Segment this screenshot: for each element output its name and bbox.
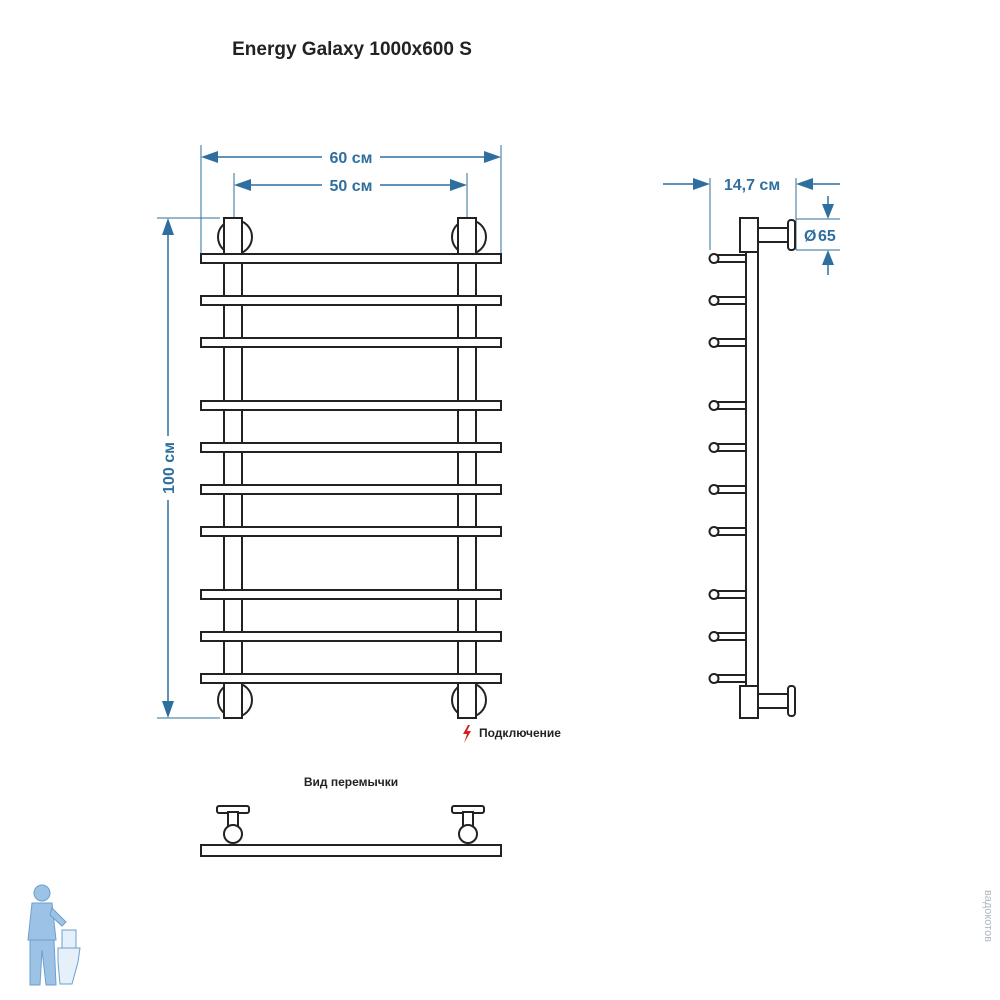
dimension-flange-diameter: Ø 65 [796,196,840,275]
horizontal-rung [200,673,502,684]
arrow-left-icon [796,178,813,190]
rung-end-cap [708,631,720,642]
rungs-group [200,253,502,684]
rung-end-cap [708,295,720,306]
mascot-legs [29,939,57,986]
rung-end-cap [708,484,720,495]
toilet-icon [57,947,81,985]
mascot-head [33,884,51,902]
horizontal-rung [200,442,502,453]
lightning-bolt-icon [463,725,471,743]
connection-label: Подключение [479,726,561,740]
arrow-right-icon [484,151,501,163]
rung-stubs-group [708,253,747,684]
dimension-width-outer: 60 см [200,145,502,255]
plumber-mascot-icon [27,884,81,986]
horizontal-rung [200,337,502,348]
arrow-left-icon [234,179,251,191]
mascot-arm [49,907,67,927]
arrow-down-icon [822,204,834,219]
wall-mount-bottom-arm [757,693,791,709]
arrow-up-icon [822,250,834,265]
dimension-label-depth: 14,7 см [724,177,780,194]
diameter-symbol: Ø [804,228,816,245]
watermark-text: вадокотов [982,890,994,942]
jumper-view-label: Вид перемычки [304,775,398,789]
horizontal-rung [200,253,502,264]
rung-end-cap [708,253,720,264]
rung-end-cap [708,442,720,453]
side-collector-top-block [739,217,759,253]
arrow-right-icon [693,178,710,190]
rung-end-cap [708,400,720,411]
jumper-bar [200,844,502,857]
mascot-body [27,902,57,941]
dimension-label-60: 60 см [330,150,373,167]
wall-mount-top-arm [757,227,791,243]
connection-note: Подключение [463,725,561,743]
horizontal-rung [200,484,502,495]
vertical-collector-left [223,217,243,719]
toilet-tank [61,929,77,949]
horizontal-rung [200,295,502,306]
rung-end-cap [708,526,720,537]
page-title: Energy Galaxy 1000x600 S [232,39,472,60]
dimension-height: 100 см [157,217,220,719]
rung-end-cap [708,337,720,348]
rung-end-cap [708,673,720,684]
vertical-collector-right [457,217,477,719]
arrow-left-icon [201,151,218,163]
arrow-right-icon [450,179,467,191]
side-collector-bottom-block [739,685,759,719]
side-collector [745,239,759,689]
dimension-label-flange: 65 [818,228,836,245]
arrow-up-icon [162,218,174,235]
side-view: 14,7 см Ø 65 [663,177,840,719]
front-view: 60 см 50 см 100 см [157,145,561,743]
wall-mount-top-plate [787,219,796,251]
jumper-bracket-right-ball [458,824,478,844]
horizontal-rung [200,631,502,642]
horizontal-rung [200,400,502,411]
dimension-width-inner: 50 см [233,173,468,218]
arrow-down-icon [162,701,174,718]
horizontal-rung [200,589,502,600]
horizontal-rung [200,526,502,537]
wall-mount-bottom-plate [787,685,796,717]
jumper-bracket-left-ball [223,824,243,844]
dimension-label-50: 50 см [330,178,373,195]
dimension-label-100: 100 см [161,442,178,494]
jumper-view: Вид перемычки [200,775,502,857]
rung-end-cap [708,589,720,600]
